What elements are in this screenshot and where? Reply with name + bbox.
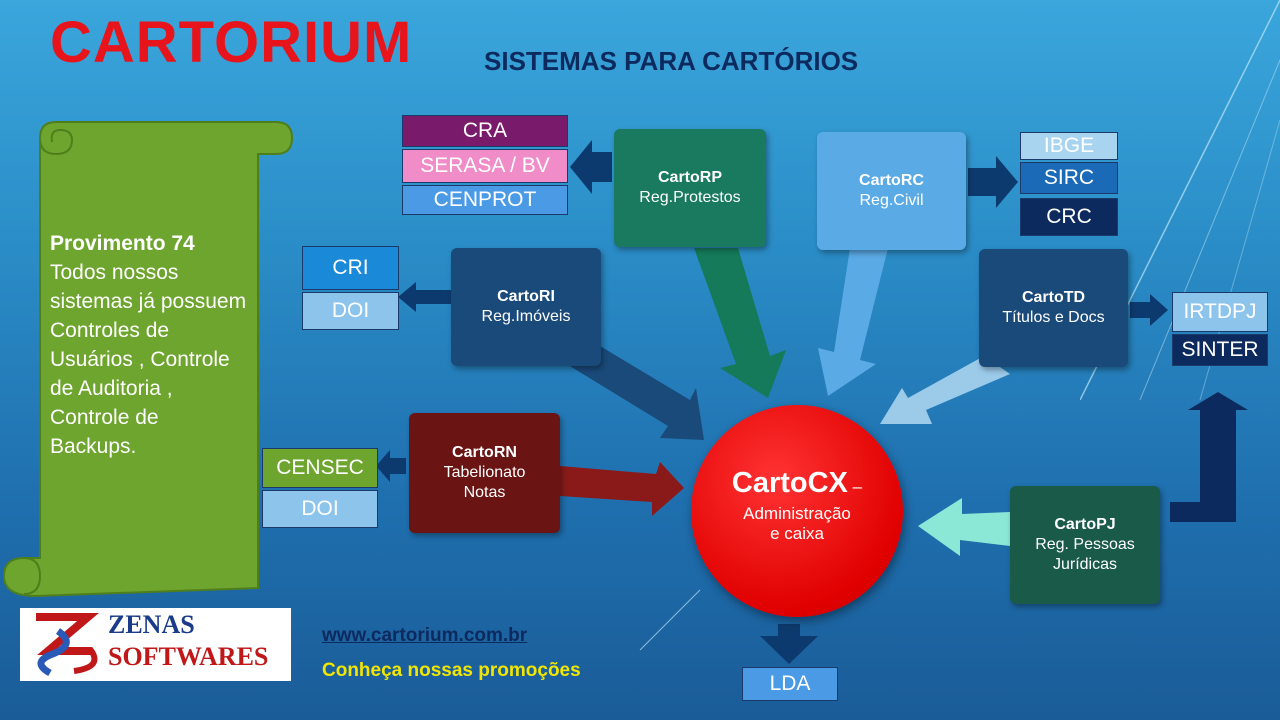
arrow-rp-tags — [570, 140, 612, 194]
scroll-heading: Provimento 74 — [50, 232, 195, 255]
node-cartotd[interactable]: CartoTD Títulos e Docs — [979, 249, 1128, 367]
page-title: CARTORIUM — [50, 10, 413, 75]
node-cartocx[interactable]: CartoCX – Administração e caixa — [691, 405, 903, 617]
tag-doi-rn: DOI — [262, 490, 378, 528]
scroll-body: Todos nossos sistemas já possuem Control… — [50, 260, 247, 458]
arrow-pj-cx — [918, 498, 1010, 556]
node-cartorc-name: CartoRC — [859, 172, 924, 189]
node-cartotd-name: CartoTD — [1021, 289, 1086, 306]
node-cartori-name: CartoRI — [497, 288, 555, 305]
node-cartorc-desc: Reg.Civil — [859, 192, 924, 209]
tag-cra: CRA — [402, 115, 568, 147]
arrow-ri-cx — [560, 346, 704, 440]
zenas-logo: ZENAS SOFTWARES — [20, 608, 291, 681]
node-cartorp[interactable]: CartoRP Reg.Protestos — [614, 129, 766, 247]
node-cartorn-name: CartoRN — [452, 444, 517, 461]
node-cartocx-desc1: Administração — [743, 504, 851, 523]
tag-cenprot: CENPROT — [402, 185, 568, 215]
logo-line2: SOFTWARES — [108, 642, 269, 671]
page-subtitle: SISTEMAS PARA CARTÓRIOS — [484, 46, 859, 76]
node-cartocx-name: CartoCX — [731, 467, 848, 499]
arrow-rn-tags — [376, 450, 406, 482]
node-cartocx-desc2: e caixa — [770, 524, 824, 543]
node-cartorp-desc: Reg.Protestos — [639, 189, 741, 206]
arrow-ri-tags — [398, 282, 452, 312]
tag-sirc: SIRC — [1020, 162, 1118, 194]
tag-doi-ri: DOI — [302, 292, 399, 330]
promo-text: Conheça nossas promoções — [322, 660, 581, 681]
arrow-td-cx — [880, 356, 1010, 424]
node-cartorc[interactable]: CartoRC Reg.Civil — [817, 132, 966, 250]
tag-serasa: SERASA / BV — [402, 149, 568, 183]
logo-line1: ZENAS — [108, 610, 195, 639]
arrow-pj-sinter — [1170, 392, 1248, 522]
arrow-rc-cx — [818, 248, 888, 396]
node-cartorn[interactable]: CartoRN Tabelionato Notas — [409, 413, 560, 533]
node-cartori-desc: Reg.Imóveis — [481, 308, 571, 325]
tag-irtdpj: IRTDPJ — [1172, 292, 1268, 332]
tag-cri: CRI — [302, 246, 399, 290]
tag-crc: CRC — [1020, 198, 1118, 236]
scroll-text: Provimento 74 Todos nossos sistemas já p… — [50, 230, 250, 462]
arrow-td-tags — [1130, 294, 1168, 326]
node-cartorn-desc1: Tabelionato — [443, 464, 526, 481]
node-cartopj-desc1: Reg. Pessoas — [1035, 536, 1135, 553]
scroll-shape — [2, 121, 294, 598]
node-cartocx-dash: – — [847, 477, 863, 496]
tag-censec: CENSEC — [262, 448, 378, 488]
node-cartocx-title: CartoCX – — [691, 467, 903, 500]
node-cartopj-desc2: Jurídicas — [1052, 556, 1118, 573]
arrow-cx-lda — [760, 624, 818, 664]
arrow-rp-cx — [694, 248, 786, 398]
node-cartorp-name: CartoRP — [657, 169, 722, 186]
node-cartopj-name: CartoPJ — [1054, 516, 1116, 533]
tag-ibge: IBGE — [1020, 132, 1118, 160]
tag-lda: LDA — [742, 667, 838, 701]
node-cartorn-desc2: Notas — [463, 484, 506, 501]
node-cartori[interactable]: CartoRI Reg.Imóveis — [451, 248, 601, 366]
tag-sinter: SINTER — [1172, 334, 1268, 366]
website-link[interactable]: www.cartorium.com.br — [322, 625, 528, 646]
arrow-rc-tags — [968, 156, 1018, 208]
node-cartopj[interactable]: CartoPJ Reg. Pessoas Jurídicas — [1010, 486, 1160, 604]
arrow-rn-cx — [560, 462, 684, 516]
zenas-logo-mark — [36, 613, 99, 677]
node-cartotd-desc: Títulos e Docs — [1002, 309, 1105, 326]
